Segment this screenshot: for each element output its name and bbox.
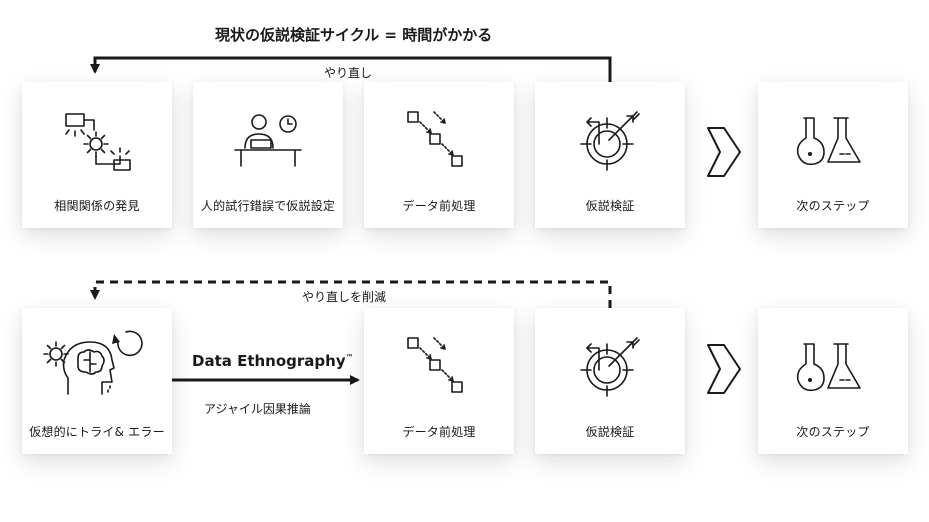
person-desk-clock-icon: [234, 114, 302, 167]
data-steps-icon: [407, 337, 463, 393]
retry-loop-arrow: [90, 56, 612, 82]
top-title: 現状の仮説検証サイクル = 時間がかかる: [215, 26, 493, 44]
next-step-chevron-bottom: [707, 344, 741, 394]
step-card-hypothesis: 人的試行錯誤で仮説設定: [193, 82, 343, 228]
retry-label: やり直し: [324, 66, 373, 80]
reduced-retry-loop-arrow: [90, 280, 612, 308]
step-card-validation-2: 仮説検証: [535, 308, 685, 454]
step-card-preprocess-2: データ前処理: [364, 308, 514, 454]
next-step-chevron-top: [707, 127, 741, 177]
step-label: データ前処理: [402, 425, 476, 439]
data-steps-icon: [407, 111, 463, 167]
step-label: 仮説検証: [585, 199, 635, 213]
target-arrows-icon: [580, 337, 640, 397]
step-label: 次のステップ: [796, 199, 870, 213]
reduced-retry-label: やり直しを削減: [302, 290, 387, 304]
step-card-preprocess: データ前処理: [364, 82, 514, 228]
step-card-correlation: 相関関係の発見: [22, 82, 172, 228]
data-ethnography-title: Data Ethnography™: [192, 352, 354, 370]
agile-causal-caption: アジャイル因果推論: [204, 402, 311, 416]
target-arrows-icon: [580, 111, 640, 171]
step-label: 仮説検証: [585, 425, 635, 439]
step-card-validation: 仮説検証: [535, 82, 685, 228]
brand-name: Data Ethnography: [192, 352, 346, 370]
lab-flasks-icon: [796, 117, 861, 166]
step-label: 次のステップ: [796, 425, 870, 439]
flowchart-gear-icon: [65, 113, 131, 171]
step-card-next: 次のステップ: [758, 82, 908, 228]
step-label: データ前処理: [402, 199, 476, 213]
lab-flasks-icon: [796, 343, 861, 392]
brain-gear-refresh-icon: [43, 330, 143, 395]
step-label: 人的試行錯誤で仮説設定: [200, 199, 336, 213]
trademark-mark: ™: [345, 353, 354, 362]
step-card-virtual-trial: 仮想的にトライ& エラー: [22, 308, 172, 454]
step-label: 仮想的にトライ& エラー: [29, 425, 165, 439]
step-card-next-2: 次のステップ: [758, 308, 908, 454]
step-label: 相関関係の発見: [54, 199, 140, 213]
